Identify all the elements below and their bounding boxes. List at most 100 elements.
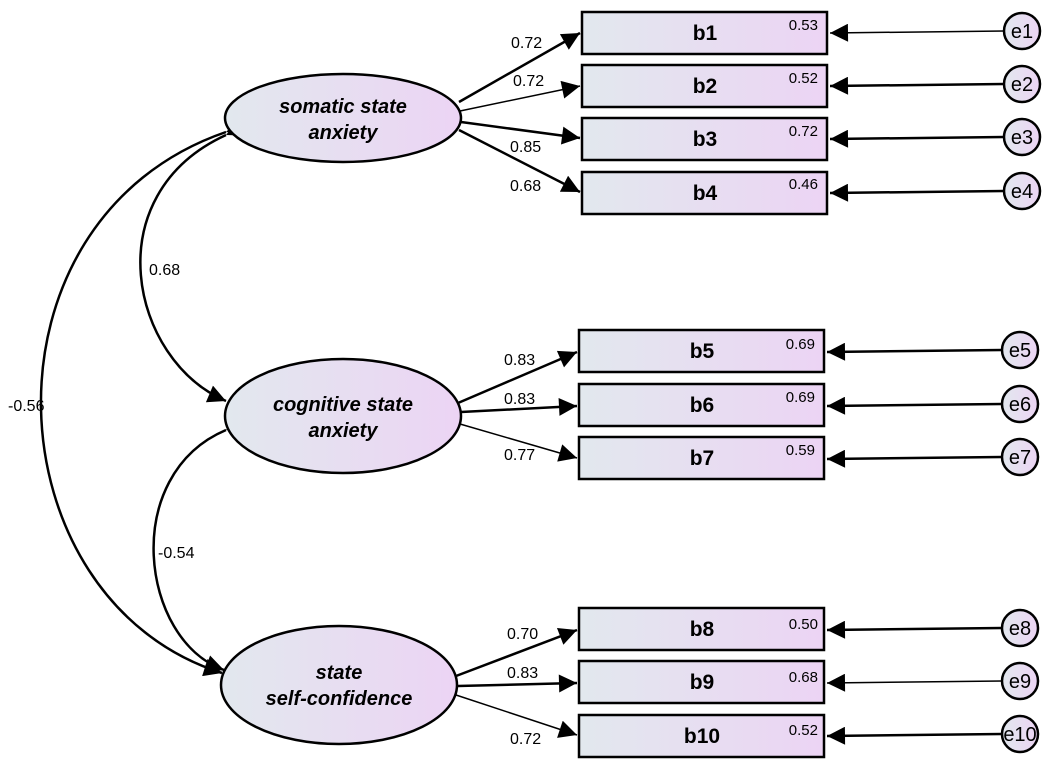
error-e9: e9 <box>1000 661 1040 701</box>
observed-name-b2: b2 <box>693 75 718 98</box>
latent-label-confidence-line2: self-confidence <box>266 688 413 710</box>
latent-ellipse-somatic <box>223 72 463 164</box>
correlation-labels: 0.68 -0.54 -0.56 <box>8 262 195 562</box>
observed-box-b7 <box>577 435 826 481</box>
observed-r2-b2: 0.52 <box>789 70 818 87</box>
error-e1: e1 <box>1002 11 1042 51</box>
observed-name-b10: b10 <box>684 725 720 748</box>
observed-box-b5 <box>577 328 826 374</box>
latent-ellipse-confidence <box>219 624 459 746</box>
loading-label-b5: 0.83 <box>504 352 535 369</box>
loading-label-b2: 0.72 <box>513 73 544 90</box>
correlation-label-somatic-confidence: -0.56 <box>8 398 45 415</box>
correlation-curves <box>39 117 247 677</box>
error-path-e8 <box>826 620 1003 639</box>
observed-name-b9: b9 <box>690 671 715 694</box>
loading-path-b1 <box>458 31 581 104</box>
error-e4: e4 <box>1002 171 1042 211</box>
error-label-e7: e7 <box>1009 447 1031 469</box>
error-circle-e1 <box>1002 11 1042 51</box>
error-circle-e4 <box>1002 171 1042 211</box>
observed-b3: b3 0.72 <box>580 116 829 162</box>
latent-label-somatic-line1: somatic state <box>279 96 407 118</box>
observed-b7: b7 0.59 <box>577 435 826 481</box>
observed-b8: b8 0.50 <box>577 606 826 652</box>
error-label-e10: e10 <box>1003 724 1036 746</box>
loading-path-b4 <box>458 128 581 194</box>
error-circle-e3 <box>1002 117 1042 157</box>
error-path-e6 <box>826 396 1003 415</box>
observed-box-b3 <box>580 116 829 162</box>
error-e3: e3 <box>1002 117 1042 157</box>
correlation-curve-somatic-cognitive <box>139 119 247 403</box>
observed-box-b9 <box>577 659 826 705</box>
error-label-e1: e1 <box>1011 21 1033 43</box>
error-e6: e6 <box>1000 384 1040 424</box>
error-e8: e8 <box>1000 608 1040 648</box>
error-label-e5: e5 <box>1009 340 1031 362</box>
error-label-e4: e4 <box>1011 181 1033 203</box>
observed-name-b5: b5 <box>690 340 715 363</box>
observed-b10: b10 0.52 <box>577 713 826 759</box>
error-e5: e5 <box>1000 330 1040 370</box>
error-path-e1 <box>829 23 1005 42</box>
error-path-e9 <box>826 673 1003 692</box>
loading-label-b9: 0.83 <box>507 665 538 682</box>
observed-b4: b4 0.46 <box>580 170 829 216</box>
error-circle-e8 <box>1000 608 1040 648</box>
latent-label-somatic-line2: anxiety <box>309 122 379 144</box>
error-label-e6: e6 <box>1009 394 1031 416</box>
observed-box-b4 <box>580 170 829 216</box>
observed-name-b8: b8 <box>690 618 715 641</box>
loading-path-b10 <box>455 694 578 738</box>
error-circle-e7 <box>1000 437 1040 477</box>
latent-somatic: somatic state anxiety <box>223 72 463 164</box>
latent-label-cognitive-line2: anxiety <box>309 420 379 442</box>
observed-r2-b6: 0.69 <box>786 389 815 406</box>
observed-b1: b1 0.53 <box>580 10 829 56</box>
correlation-curve-cognitive-confidence <box>152 414 247 673</box>
observed-r2-b9: 0.68 <box>789 669 818 686</box>
error-e2: e2 <box>1002 64 1042 104</box>
loading-paths <box>455 31 581 738</box>
observed-box-b10 <box>577 713 826 759</box>
error-path-e5 <box>826 342 1003 361</box>
observed-b5: b5 0.69 <box>577 328 826 374</box>
correlation-curve-somatic-confidence <box>39 117 246 677</box>
observed-box-b1 <box>580 10 829 56</box>
error-paths <box>826 23 1005 745</box>
observed-box-b6 <box>577 382 826 428</box>
loading-path-b3 <box>460 120 581 145</box>
error-label-e9: e9 <box>1009 671 1031 693</box>
observed-b6: b6 0.69 <box>577 382 826 428</box>
loading-label-b6: 0.83 <box>504 391 535 408</box>
observed-name-b3: b3 <box>693 128 718 151</box>
observed-r2-b1: 0.53 <box>789 17 818 34</box>
observed-name-b7: b7 <box>690 447 715 470</box>
error-circle-e2 <box>1002 64 1042 104</box>
observed-r2-b4: 0.46 <box>789 176 818 193</box>
latent-confidence: state self-confidence <box>219 624 459 746</box>
loading-label-b8: 0.70 <box>507 626 538 643</box>
loading-path-b9 <box>457 674 578 693</box>
latent-label-cognitive-line1: cognitive state <box>273 394 413 416</box>
loading-path-b6 <box>460 397 578 416</box>
error-path-e4 <box>829 183 1005 202</box>
error-path-e2 <box>829 76 1005 95</box>
loading-label-b3: 0.85 <box>510 139 541 156</box>
observed-b9: b9 0.68 <box>577 659 826 705</box>
error-circle-e10 <box>1000 714 1040 754</box>
loading-path-b7 <box>459 423 578 462</box>
observed-r2-b10: 0.52 <box>789 722 818 739</box>
observed-name-b6: b6 <box>690 394 715 417</box>
error-label-e3: e3 <box>1011 127 1033 149</box>
loading-label-b1: 0.72 <box>511 35 542 52</box>
latent-ellipse-cognitive <box>223 357 463 475</box>
error-e10: e10 <box>1000 714 1040 754</box>
loading-label-b4: 0.68 <box>510 178 541 195</box>
loading-path-b8 <box>455 627 578 678</box>
error-label-e8: e8 <box>1009 618 1031 640</box>
loading-labels: 0.72 0.72 0.85 0.68 0.83 0.83 0.77 0.70 … <box>504 35 544 748</box>
loading-label-b7: 0.77 <box>504 447 535 464</box>
